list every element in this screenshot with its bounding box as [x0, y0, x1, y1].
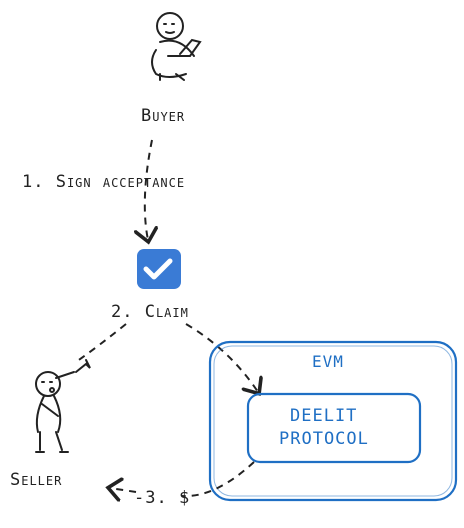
- person-with-laptop-icon: [151, 12, 202, 81]
- arrow-sign-acceptance: [145, 139, 152, 240]
- protocol-line1: DEELIT: [290, 406, 358, 426]
- step1-label: 1. Sign acceptance: [22, 172, 186, 192]
- step2-label: 2. Claim: [111, 302, 189, 322]
- checkbox-checked-icon: [137, 249, 181, 289]
- protocol-line2: PROTOCOL: [279, 429, 369, 449]
- evm-box: [208, 340, 458, 502]
- evm-label: EVM: [312, 352, 344, 371]
- seller-label: Seller: [10, 470, 63, 490]
- arrow-protocol-to-seller: [181, 461, 255, 498]
- buyer-label: Buyer: [141, 106, 186, 126]
- arrow-claim-to-seller: [75, 323, 127, 363]
- arrow-claim-to-protocol: [185, 323, 258, 392]
- person-waving-icon: [35, 359, 91, 453]
- step3-label: -3. $: [134, 488, 191, 508]
- protocol-box: [246, 392, 422, 464]
